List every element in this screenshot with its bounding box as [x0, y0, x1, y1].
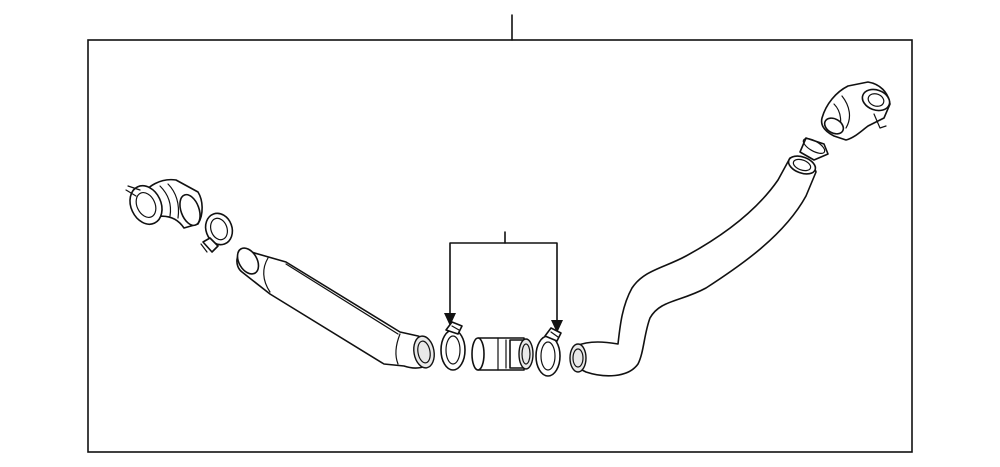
- right-elbow-connector: [820, 81, 891, 141]
- right-seal-ring: [799, 137, 829, 161]
- center-pipe-connector: [471, 337, 534, 371]
- center-hose-clamp-left: [440, 321, 466, 371]
- left-coolant-hose: [236, 247, 435, 369]
- clamp-callout: [444, 231, 563, 333]
- center-hose-clamp-right: [535, 327, 562, 377]
- right-coolant-hose: [569, 155, 817, 377]
- assembly-frame: [87, 39, 913, 453]
- left-hose-clamp: [200, 212, 234, 253]
- left-elbow-connector: [125, 178, 203, 229]
